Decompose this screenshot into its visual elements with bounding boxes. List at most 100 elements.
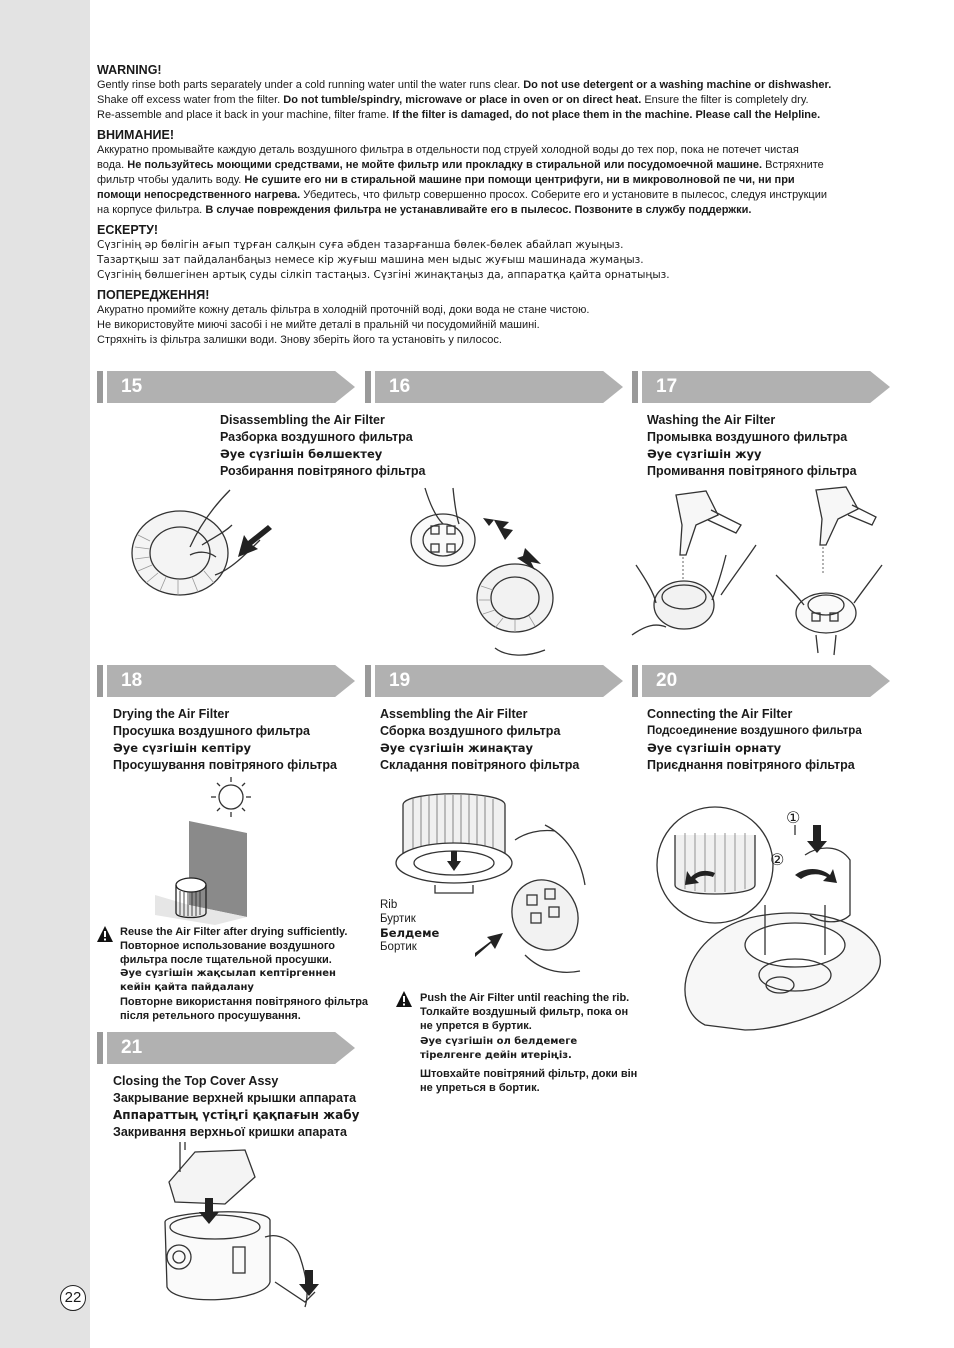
step-15-titles: Disassembling the Air Filter Разборка во… xyxy=(220,412,425,480)
step-21-title-ua: Закривання верхньої кришки апарата xyxy=(113,1124,359,1141)
step-18-note-en: Reuse the Air Filter after drying suffic… xyxy=(120,925,368,939)
step-18-note-ru-2: фильтра после тщательной просушки. xyxy=(120,953,368,967)
step-16-bar: 16 xyxy=(365,371,623,403)
step-19-note-kz-2: тірелгенге дейін итеріңіз. xyxy=(420,1049,637,1063)
warnings-section: WARNING! Gently rinse both parts separat… xyxy=(97,62,897,348)
warning-heading-en: WARNING! xyxy=(97,62,897,78)
step-18-title-en: Drying the Air Filter xyxy=(113,706,337,723)
step-18-note-ru-1: Повторное использование воздушного xyxy=(120,939,368,953)
step-21-title-kz: Аппараттың үстіңгі қақпағын жабу xyxy=(113,1107,359,1124)
warning-heading-ua: ПОПЕРЕДЖЕННЯ! xyxy=(97,287,897,303)
step-15-title-kz: Әуе сүзгішін бөлшектеу xyxy=(220,446,425,463)
warning-line: Gently rinse both parts separately under… xyxy=(97,78,897,93)
step-17-bar: 17 xyxy=(632,371,890,403)
warning-text-run: вода. xyxy=(97,159,127,171)
step-18-titles: Drying the Air Filter Просушка воздушног… xyxy=(113,706,337,774)
step-19-note-en: Push the Air Filter until reaching the r… xyxy=(420,991,637,1005)
warning-line: Стряхніть із фільтра залишки води. Знову… xyxy=(97,333,897,348)
step-17-number: 17 xyxy=(656,376,677,398)
warning-text-run: Тазартқыш зат пайдаланбаңыз немесе кір ж… xyxy=(97,254,644,266)
step-15-title-en: Disassembling the Air Filter xyxy=(220,412,425,429)
step-18-note-ua-1: Повторне використання повітряного фільтр… xyxy=(120,995,368,1009)
step-18-note: Reuse the Air Filter after drying suffic… xyxy=(120,925,368,1023)
rib-label-ru: Буртик xyxy=(380,912,439,926)
warning-text-ru: Аккуратно промывайте каждую деталь возду… xyxy=(97,143,897,218)
warning-text-run: В случае повреждения фильтра не устанавл… xyxy=(205,204,751,216)
step-18-title-kz: Әуе сүзгішін кептіру xyxy=(113,740,337,757)
warning-text-run: Акуратно промийте кожну деталь фільтра в… xyxy=(97,304,589,316)
warning-heading-ru: ВНИМАНИЕ! xyxy=(97,127,897,143)
step-20-title-en: Connecting the Air Filter xyxy=(647,706,862,723)
warning-text-en: Gently rinse both parts separately under… xyxy=(97,78,897,123)
step-15-number: 15 xyxy=(121,376,142,398)
step-20-marker-1: ① xyxy=(786,808,800,827)
step-21-title-ru: Закрывание верхней крышки аппарата xyxy=(113,1090,359,1107)
step-17-titles: Washing the Air Filter Промывка воздушно… xyxy=(647,412,857,480)
warning-text-run: Do not use detergent or a washing machin… xyxy=(523,79,831,91)
step-17-illustration xyxy=(626,485,888,660)
step-18-illustration xyxy=(155,775,265,925)
step-19-title-en: Assembling the Air Filter xyxy=(380,706,579,723)
warning-line: Сүзгінің бөлшегінен артық суды сілкіп та… xyxy=(97,268,897,283)
step-17-title-kz: Әуе сүзгішін жуу xyxy=(647,446,857,463)
warning-text-ua: Акуратно промийте кожну деталь фільтра в… xyxy=(97,303,897,348)
warning-triangle-icon xyxy=(96,925,114,943)
warning-line: Аккуратно промывайте каждую деталь возду… xyxy=(97,143,897,158)
step-19-note: Push the Air Filter until reaching the r… xyxy=(420,991,637,1095)
page-sidebar xyxy=(0,0,90,1348)
step-15-bar: 15 xyxy=(97,371,355,403)
step-19-note-kz-1: Әуе сүзгішін ол белдемеге xyxy=(420,1035,637,1049)
step-20-bar: 20 xyxy=(632,665,890,697)
warning-text-run: Gently rinse both parts separately under… xyxy=(97,79,523,91)
step-19-note-ua-2: не упреться в бортик. xyxy=(420,1081,637,1095)
step-17-title-ru: Промывка воздушного фильтра xyxy=(647,429,857,446)
rib-label-kz: Белдеме xyxy=(380,926,439,940)
step-21-title-en: Closing the Top Cover Assy xyxy=(113,1073,359,1090)
warning-line: Тазартқыш зат пайдаланбаңыз немесе кір ж… xyxy=(97,253,897,268)
step-15-title-ru: Разборка воздушного фильтра xyxy=(220,429,425,446)
warning-text-run: помощи непосредственного нагрева. xyxy=(97,189,300,201)
warning-triangle-icon xyxy=(395,990,413,1008)
step-19-note-ru-1: Толкайте воздушный фильтр, пока он xyxy=(420,1005,637,1019)
step-17-title-en: Washing the Air Filter xyxy=(647,412,857,429)
warning-text-run: If the filter is damaged, do not place t… xyxy=(392,109,820,121)
warning-text-run: Re-assemble and place it back in your ma… xyxy=(97,109,392,121)
step-15-illustration xyxy=(120,485,280,615)
step-19-bar: 19 xyxy=(365,665,623,697)
step-21-bar: 21 xyxy=(97,1032,355,1064)
step-20-illustration xyxy=(645,805,890,1035)
warning-line: на корпусе фильтра. В случае повреждения… xyxy=(97,203,897,218)
step-18-note-kz-1: Әуе сүзгішін жақсылап кептіргеннен xyxy=(120,967,368,981)
warning-text-run: Убедитесь, что фильтр совершенно просох.… xyxy=(300,189,827,201)
warning-text-run: на корпусе фильтра. xyxy=(97,204,205,216)
warning-text-run: Ensure the filter is completely dry. xyxy=(641,94,808,106)
warning-text-run: Do not tumble/spindry, microwave or plac… xyxy=(283,94,641,106)
warning-text-run: Сүзгінің әр бөлігін ағып тұрған салқын с… xyxy=(97,239,623,251)
rib-labels: Rib Буртик Белдеме Бортик xyxy=(380,898,439,954)
warning-heading-kz: ЕСКЕРТУ! xyxy=(97,222,897,238)
step-20-title-ru: Подсоединение воздушного фильтра xyxy=(647,723,862,740)
warning-text-run: Не сушите его ни в стиральной машине при… xyxy=(244,174,794,186)
step-20-marker-2: ② xyxy=(770,850,784,869)
warning-line: Shake off excess water from the filter. … xyxy=(97,93,897,108)
rib-label-en: Rib xyxy=(380,898,439,912)
step-16-illustration xyxy=(395,478,570,663)
warning-text-kz: Сүзгінің әр бөлігін ағып тұрған салқын с… xyxy=(97,238,897,283)
warning-text-run: фильтр чтобы удалить воду. xyxy=(97,174,244,186)
warning-line: вода. Не пользуйтесь моющими средствами,… xyxy=(97,158,897,173)
step-19-illustration xyxy=(395,785,595,985)
step-19-title-kz: Әуе сүзгішін жинақтау xyxy=(380,740,579,757)
step-18-note-ua-2: після ретельного просушування. xyxy=(120,1009,368,1023)
warning-line: Сүзгінің әр бөлігін ағып тұрған салқын с… xyxy=(97,238,897,253)
warning-text-run: Стряхніть із фільтра залишки води. Знову… xyxy=(97,334,502,346)
step-19-note-ru-2: не упрется в буртик. xyxy=(420,1019,637,1033)
step-21-titles: Closing the Top Cover Assy Закрывание ве… xyxy=(113,1073,359,1141)
rib-label-ua: Бортик xyxy=(380,940,439,954)
step-18-title-ua: Просушування повітряного фільтра xyxy=(113,757,337,774)
step-19-titles: Assembling the Air Filter Сборка воздушн… xyxy=(380,706,579,774)
step-17-title-ua: Промивання повітряного фільтра xyxy=(647,463,857,480)
step-20-title-kz: Әуе сүзгішін орнату xyxy=(647,740,862,757)
warning-line: фильтр чтобы удалить воду. Не сушите его… xyxy=(97,173,897,188)
step-18-note-kz-2: кейін қайта пайдалану xyxy=(120,981,368,995)
step-18-bar: 18 xyxy=(97,665,355,697)
